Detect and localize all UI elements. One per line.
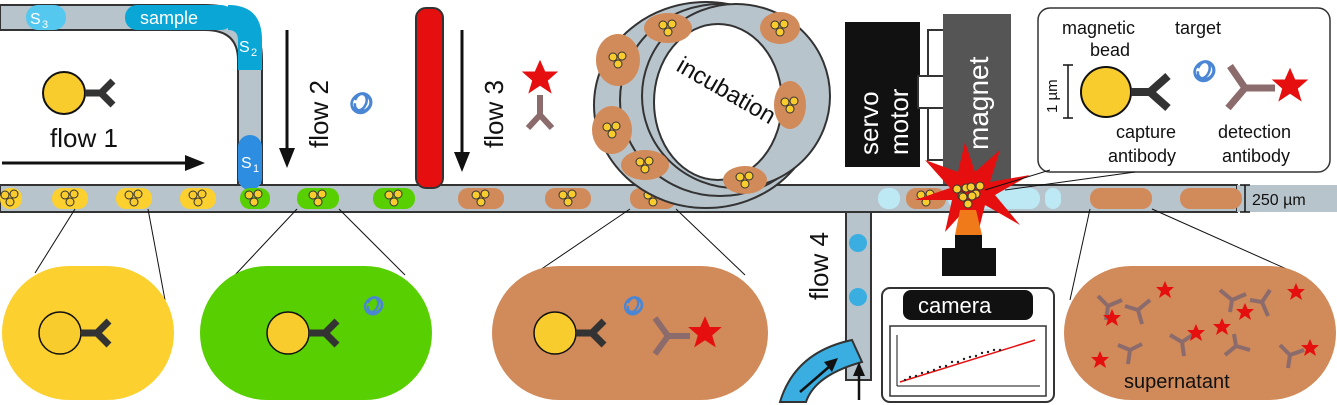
- legend-detection-2: antibody: [1222, 146, 1290, 166]
- magnet-label: magnet: [963, 56, 994, 150]
- legend-capture-2: antibody: [1108, 146, 1176, 166]
- supernatant-label: supernatant: [1124, 371, 1230, 393]
- magnetic-bead-icon: [42, 71, 86, 115]
- red-star-icon: [521, 59, 559, 94]
- servo-label-2: motor: [884, 88, 914, 155]
- zoom-supernatant-plug: supernatant: [1064, 266, 1336, 400]
- flow3-label: flow 3: [479, 80, 509, 148]
- s2-label: S: [239, 39, 250, 56]
- flow4-group: flow 4: [778, 232, 865, 403]
- s1-label: S: [241, 155, 252, 172]
- zoom-yellow-plug: [2, 266, 174, 400]
- target-protein-icon: [350, 92, 373, 115]
- servo-label-1: servo: [854, 91, 884, 155]
- svg-text:3: 3: [42, 19, 48, 31]
- camera-panel: camera: [881, 287, 1055, 403]
- sample-channel: [0, 4, 263, 186]
- channel-scale: 250 µm: [1240, 184, 1306, 213]
- plugs: [0, 188, 1242, 306]
- detection-antibody-icon: [525, 95, 555, 131]
- svg-text:1: 1: [253, 163, 259, 175]
- legend-size: 1 µm: [1044, 79, 1061, 113]
- flow1-group: flow 1: [2, 71, 205, 171]
- channel-size-label: 250 µm: [1252, 192, 1306, 209]
- zoom-green-plug: [200, 266, 432, 400]
- zoom-brown-plug: [492, 266, 768, 400]
- legend-bead-2: bead: [1090, 40, 1130, 60]
- flow2-label: flow 2: [304, 80, 334, 148]
- flow1-label: flow 1: [50, 123, 118, 153]
- flow3-group: flow 3: [415, 7, 559, 189]
- magnet-assembly: servo motor magnet: [845, 14, 1030, 276]
- flow4-label: flow 4: [804, 232, 834, 300]
- incubation-coil: incubation: [592, 1, 831, 209]
- legend-detection-1: detection: [1218, 122, 1291, 142]
- svg-text:2: 2: [251, 47, 257, 59]
- s3-label: S: [30, 11, 41, 28]
- camera-label: camera: [918, 293, 992, 318]
- camera-icon: [942, 248, 996, 276]
- legend-target: target: [1175, 18, 1221, 38]
- sample-segments: S 3 sample S 2 S 1: [26, 5, 262, 190]
- legend-capture-1: capture: [1116, 122, 1176, 142]
- sample-label: sample: [140, 8, 198, 28]
- legend-box: magnetic bead target 1 µm capture antibo…: [984, 7, 1331, 191]
- magnet-icon: [943, 14, 1011, 184]
- detection-inlet: [415, 7, 444, 189]
- servo-motor-icon: [845, 22, 920, 167]
- capture-antibody-icon: [85, 81, 113, 105]
- legend-bead-1: magnetic: [1062, 18, 1135, 38]
- flow2-group: flow 2: [279, 30, 373, 168]
- zoom-lines: [34, 208, 1301, 301]
